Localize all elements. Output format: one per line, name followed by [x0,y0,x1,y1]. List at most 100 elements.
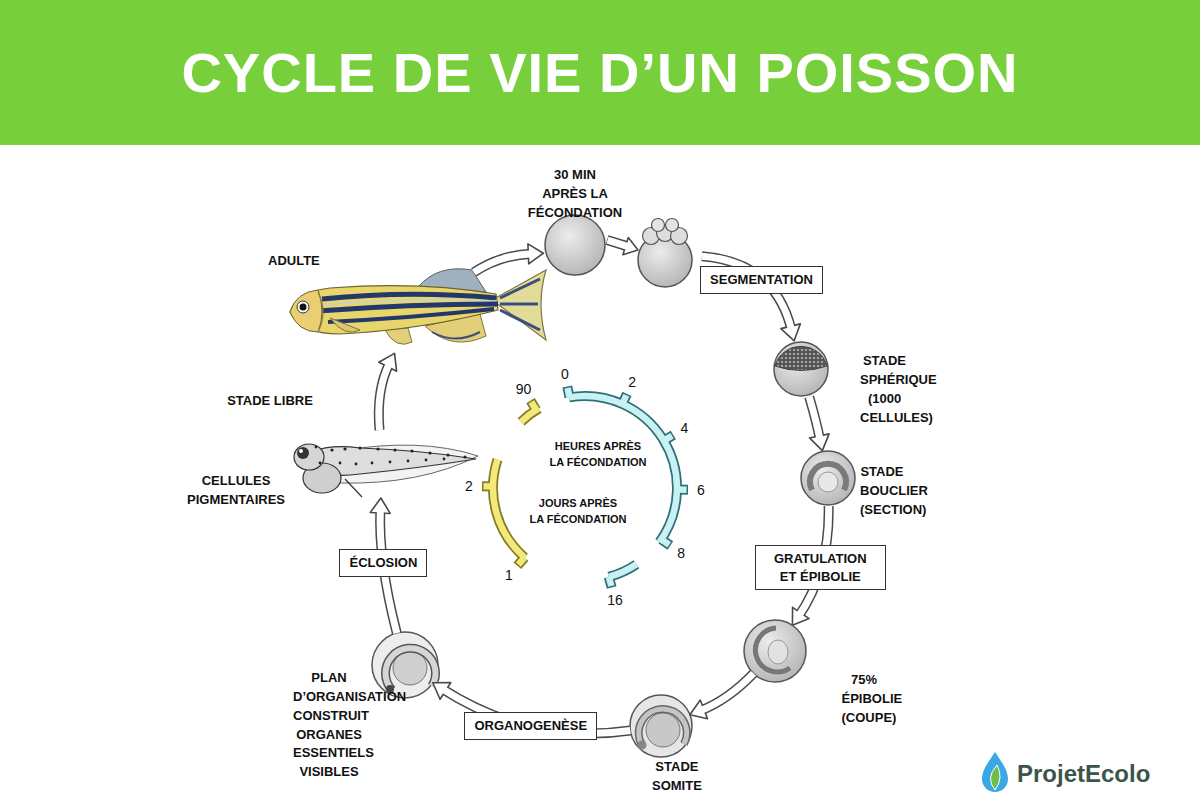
larva-drawing [294,444,478,497]
arrow-fill [474,254,532,273]
stage-arrow [690,673,754,718]
larva-drawing [343,447,346,450]
tick-number: 4 [681,418,689,438]
egg-drawing [545,215,692,287]
larva-drawing [425,459,428,462]
dial-caption: HEURES APRÈS LA FÉCONDATION [540,439,657,471]
larva-drawing [315,446,318,449]
tick-number: 2 [465,476,473,496]
organ-drawing [386,648,436,690]
logo-icon [982,752,1008,792]
step-label: ÉCLOSION [339,549,427,577]
dial-caption: JOURS APRÈS LA FÉCONDATION [522,496,634,528]
arrow-fill [379,363,390,430]
sphere-drawing [775,346,827,370]
time-dial [531,402,536,410]
larva-drawing [358,446,361,449]
organ-drawing [372,632,438,698]
organ-drawing [372,632,438,698]
larva-drawing [319,462,322,465]
time-dial [609,577,612,588]
organ-drawing [386,685,394,693]
somite-stage: STADE SOMITE [630,695,692,757]
larva-drawing [339,462,342,465]
stage-arrow [379,353,397,430]
egg-drawing [652,219,665,232]
time-dial [482,401,539,566]
fish-drawing [318,292,323,332]
egg-drawing [666,219,679,232]
time-dial [521,408,539,422]
arrow-fill [809,397,820,440]
time-dial [493,460,525,558]
step-label: SEGMENTATION [700,266,823,294]
stage-label: STADE BOUCLIER (SECTION) [860,463,904,520]
step-label: ORGANOGENÈSE [464,712,597,740]
larva-drawing [355,463,358,466]
fish-drawing [500,310,540,330]
arrow-outline [379,363,390,430]
fish-drawing [290,286,498,334]
step-label: GRATULATION ET ÉPIBOLIE [755,545,886,590]
stage-label: 75% ÉPIBOLIE (COUPE) [842,671,887,728]
tick-number: 90 [516,379,532,399]
fish-drawing [492,270,546,340]
shield-stage: STADE BOUCLIER (SECTION) [800,450,856,506]
time-dial [622,394,627,404]
fish-drawing [300,304,307,311]
time-dial [664,436,672,441]
larva-drawing [371,462,374,465]
stage-label: ADULTE [268,252,320,271]
larva-drawing [428,451,431,454]
organ-stage: PLAN D’ORGANISATION CONSTRUIT ORGANES ES… [372,632,438,698]
shield-drawing [801,451,855,505]
somite-drawing [630,695,692,757]
larva-drawing [330,448,333,451]
somite-drawing [639,709,687,745]
time-dial [567,387,688,588]
stage-arrow [809,397,829,451]
time-dial [518,557,524,564]
time-dial [567,387,569,398]
epiboly-drawing [744,620,806,682]
time-dial [677,486,687,493]
sphere-drawing [774,342,828,396]
logo-icon [982,752,1008,792]
tick-number: 2 [628,372,636,392]
tick-number: 8 [677,543,685,563]
larva-drawing [297,447,309,459]
arrow-outline [809,397,820,440]
fish-drawing [330,318,360,332]
fish-drawing [290,290,322,332]
larva-drawing [446,453,449,456]
time-dial [484,402,540,565]
larva-drawing [299,449,303,453]
fish-drawing [297,301,309,313]
organ-drawing [386,648,436,690]
tick-number: 1 [505,565,513,585]
larva-drawing [407,460,410,463]
time-dial [664,435,673,441]
tick-number: 16 [607,590,623,610]
somite-drawing [639,709,687,745]
time-dial [609,577,612,586]
stage-label: STADE SPHÉRIQUE (1000 CELLULES) [860,352,909,427]
stage-label: STADE SOMITE [652,758,702,796]
title-banner: CYCLE DE VIE D’UN POISSON [0,0,1200,145]
larva-drawing [389,461,392,464]
somite-drawing [646,713,680,747]
larva-drawing [463,455,466,458]
egg-drawing [545,215,605,275]
stage-label: 30 MIN APRÈS LA FÉCONDATION [525,166,626,223]
somite-drawing [638,741,647,750]
time-dial [661,539,670,545]
larva-drawing [345,479,362,497]
time-dial [517,557,524,565]
larva-drawing [410,449,413,452]
time-dial [609,564,637,577]
time-dial [482,387,688,588]
arrow-fill [700,673,753,710]
stage-label: PLAN D’ORGANISATION CONSTRUIT ORGANES ES… [293,669,365,782]
larva-drawing [376,447,379,450]
time-dial [531,401,537,410]
